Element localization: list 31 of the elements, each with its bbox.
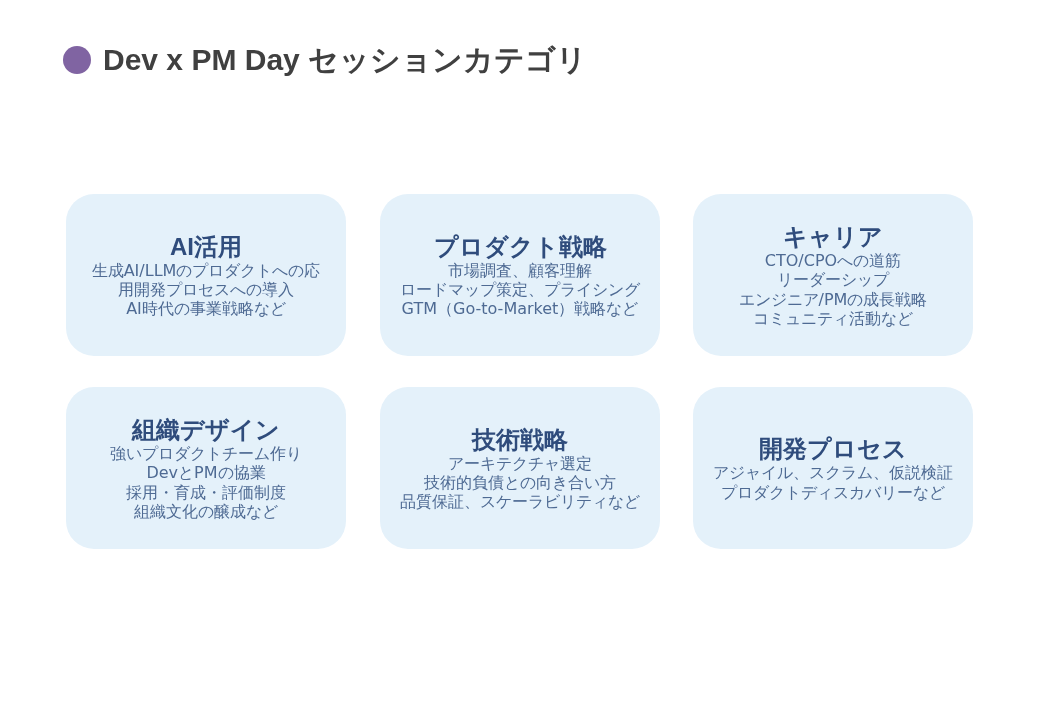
category-description: GTM（Go-to-Market）戦略など (401, 299, 639, 319)
category-description: 強いプロダクトチーム作り (110, 443, 302, 464)
category-description: ロードマップ策定、プライシング (400, 279, 640, 300)
category-description: 技術的負債との向き合い方 (424, 472, 616, 493)
category-card (693, 194, 973, 356)
category-card (693, 387, 973, 549)
category-description: 組織文化の醸成など (134, 501, 278, 522)
category-heading: 組織デザイン (132, 414, 280, 444)
category-description: プロダクトディスカバリーなど (721, 482, 945, 502)
category-description: 市場調査、顧客理解 (448, 260, 592, 280)
category-heading: AI活用 (170, 231, 242, 261)
category-description: アジャイル、スクラム、仮説検証 (713, 463, 953, 483)
category-description: DevとPMの協業 (146, 463, 266, 483)
category-description: CTO/CPOへの道筋 (764, 250, 902, 271)
category-description: リーダーシップ (777, 270, 889, 290)
page-title: Dev x PM Day セッションカテゴリ (103, 42, 588, 78)
category-description: エンジニア/PMの成長戦略 (738, 289, 928, 309)
category-description: 採用・育成・評価制度 (126, 482, 286, 502)
category-heading: 開発プロセス (759, 434, 907, 464)
category-card (380, 194, 660, 356)
category-description: AI時代の事業戦略など (126, 299, 286, 319)
category-description: 品質保証、スケーラビリティなど (400, 492, 640, 512)
category-description: アーキテクチャ選定 (448, 453, 592, 473)
category-heading: 技術戦略 (472, 424, 568, 454)
category-description: コミュニティ活動など (753, 308, 913, 329)
category-card (66, 194, 346, 356)
category-card (380, 387, 660, 549)
category-description: 生成AI/LLMのプロダクトへの応用開発プロセスへの導入 (90, 260, 322, 300)
category-heading: プロダクト戦略 (433, 231, 607, 261)
category-heading: キャリア (783, 221, 883, 251)
category-card (66, 387, 346, 549)
